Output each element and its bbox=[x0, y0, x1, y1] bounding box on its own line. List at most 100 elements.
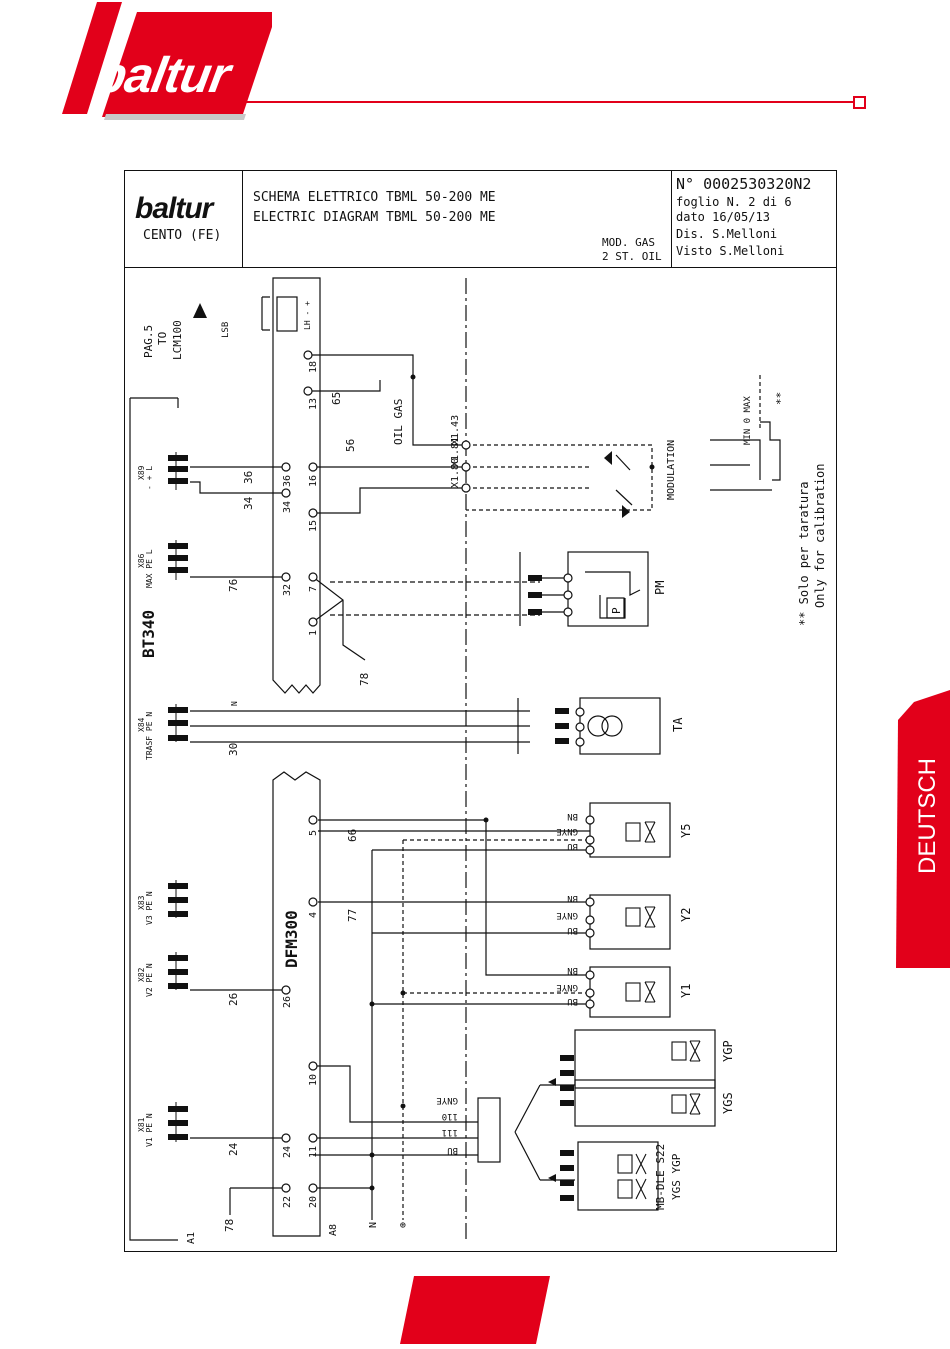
connector-x89-sub: - + L bbox=[145, 466, 154, 490]
dfm-terminal-10: 10 bbox=[308, 1074, 319, 1086]
header-rule-end bbox=[853, 96, 866, 109]
title-english: ELECTRIC DIAGRAM TBML 50-200 ME bbox=[253, 210, 496, 225]
brand-logo-mark bbox=[62, 2, 277, 120]
a8-label: A8 bbox=[328, 1224, 339, 1236]
x-term-43: X1.43 bbox=[450, 415, 461, 445]
double-star-label: ** bbox=[774, 392, 787, 405]
neutral-label: N bbox=[368, 1222, 379, 1228]
wire-77: 77 bbox=[346, 909, 359, 922]
connector-x82-id: X82 bbox=[137, 967, 146, 982]
model-line-1: MOD. GAS bbox=[602, 236, 655, 249]
device-p-label: P bbox=[610, 607, 623, 614]
note-italian: ** Solo per taratura bbox=[797, 482, 811, 627]
y5-wire-bn: BN bbox=[567, 811, 578, 821]
y1-wire-gnye: GNYE bbox=[556, 982, 578, 992]
dfm-terminal-11: 11 bbox=[308, 1146, 319, 1158]
device-pm-label: PM bbox=[653, 581, 667, 595]
wire-65: 65 bbox=[330, 392, 343, 405]
connector-x83-sub: V3 PE N bbox=[145, 891, 154, 925]
plug-wire-gnye: GNYE bbox=[436, 1095, 458, 1105]
checked-by: Visto S.Melloni bbox=[676, 244, 785, 258]
device-ygp-label: YGP bbox=[721, 1040, 735, 1062]
brand-logo: baltur bbox=[62, 2, 277, 122]
bt-terminal-16: 16 bbox=[308, 475, 319, 487]
diagram-frame bbox=[124, 266, 837, 1252]
wire-n: N bbox=[230, 701, 239, 706]
wire-76: 76 bbox=[227, 579, 240, 592]
language-tab[interactable]: DEUTSCH bbox=[896, 690, 950, 968]
connector-x89-id: X89 bbox=[137, 465, 146, 480]
min-max-label: MIN 0 MAX bbox=[743, 396, 753, 445]
device-y5-label: Y5 bbox=[679, 824, 693, 838]
plug-wire-110: 110 bbox=[442, 1111, 458, 1121]
dfm300-label: DFM300 bbox=[282, 910, 301, 968]
dfm-terminal-5: 5 bbox=[308, 830, 319, 836]
note-english: Only for calibration bbox=[813, 464, 827, 609]
dfm-terminal-4: 4 bbox=[308, 912, 319, 918]
device-y2-label: Y2 bbox=[679, 908, 693, 922]
device-y1-label: Y1 bbox=[679, 984, 693, 998]
ref-lcm-label: LCM100 bbox=[171, 320, 184, 360]
dfm-terminal-24: 24 bbox=[282, 1146, 293, 1158]
connector-x84-sub: TRASF PE N bbox=[145, 712, 154, 760]
lsb-label: LSB bbox=[221, 322, 231, 338]
wire-24: 24 bbox=[227, 1142, 240, 1156]
bt340-label: BT340 bbox=[139, 610, 158, 658]
title-italian: SCHEMA ELETTRICO TBML 50-200 ME bbox=[253, 190, 496, 205]
device-mb-sub-label: YGS YGP bbox=[670, 1153, 683, 1200]
bt-terminal-32: 32 bbox=[282, 584, 293, 596]
device-ta-label: TA bbox=[671, 717, 685, 732]
wire-78-top: 78 bbox=[358, 673, 371, 686]
oil-gas-label: OIL GAS bbox=[392, 399, 405, 445]
title-block-divider-1 bbox=[242, 171, 244, 267]
connector-x84-id: X84 bbox=[137, 717, 146, 732]
device-mb-label: MB-DLE S22 bbox=[654, 1144, 667, 1210]
y1-wire-bn: BN bbox=[567, 965, 578, 975]
bt-terminal-1: 1 bbox=[308, 630, 319, 636]
connector-x86-sub: MAX PE L bbox=[145, 549, 154, 588]
connector-x82-sub: V2 PE N bbox=[145, 963, 154, 997]
lh-label: LH - + bbox=[303, 301, 312, 330]
x-term-80: X1.80 bbox=[450, 458, 461, 488]
wire-56: 56 bbox=[344, 439, 357, 452]
a1-label: A1 bbox=[186, 1232, 197, 1244]
wire-30: 30 bbox=[227, 743, 240, 756]
modulation-label: MODULATION bbox=[666, 440, 677, 500]
plug-wire-111: 111 bbox=[442, 1127, 458, 1137]
title-block-divider-2 bbox=[671, 171, 673, 267]
earth-label: ⊕ bbox=[398, 1222, 409, 1228]
y2-wire-gnye: GNYE bbox=[556, 910, 578, 920]
dfm-terminal-22: 22 bbox=[282, 1196, 293, 1208]
bt-terminal-15: 15 bbox=[308, 520, 319, 532]
title-block bbox=[124, 170, 837, 268]
document-number: N° 0002530320N2 bbox=[676, 175, 812, 193]
drawn-by: Dis. S.Melloni bbox=[676, 227, 778, 241]
company-logo: baltur bbox=[135, 192, 213, 225]
language-tab-shape bbox=[896, 690, 950, 968]
device-ygs-label: YGS bbox=[721, 1092, 735, 1114]
bt-terminal-34: 34 bbox=[282, 501, 293, 513]
connector-x81-id: X81 bbox=[137, 1117, 146, 1132]
wire-34: 34 bbox=[242, 496, 255, 510]
bt-terminal-13: 13 bbox=[308, 398, 319, 410]
y5-wire-bu: BU bbox=[567, 841, 578, 851]
wire-26: 26 bbox=[227, 993, 240, 1006]
bt-terminal-36: 36 bbox=[282, 475, 293, 487]
x-term-81: X1.81 bbox=[450, 437, 461, 467]
y5-wire-gnye: GNYE bbox=[556, 826, 578, 836]
connector-x86-id: X86 bbox=[137, 553, 146, 568]
company-city: CENTO (FE) bbox=[143, 228, 222, 243]
ref-to-label: TO bbox=[156, 332, 169, 345]
ref-page-label: PAG.5 bbox=[142, 325, 155, 358]
wire-66: 66 bbox=[346, 829, 359, 842]
y1-wire-bu: BU bbox=[567, 996, 578, 1006]
drawing-date: dato 16/05/13 bbox=[676, 210, 770, 224]
model-line-2: 2 ST. OIL bbox=[602, 250, 662, 263]
dfm-terminal-20: 20 bbox=[308, 1196, 319, 1208]
connector-x83-id: X83 bbox=[137, 895, 146, 910]
wire-78-bottom: 78 bbox=[223, 1219, 236, 1232]
plug-wire-bu: BU bbox=[447, 1145, 458, 1155]
bt-terminal-18: 18 bbox=[308, 361, 319, 373]
page-footer-tab bbox=[400, 1276, 550, 1344]
header-rule bbox=[240, 101, 854, 103]
